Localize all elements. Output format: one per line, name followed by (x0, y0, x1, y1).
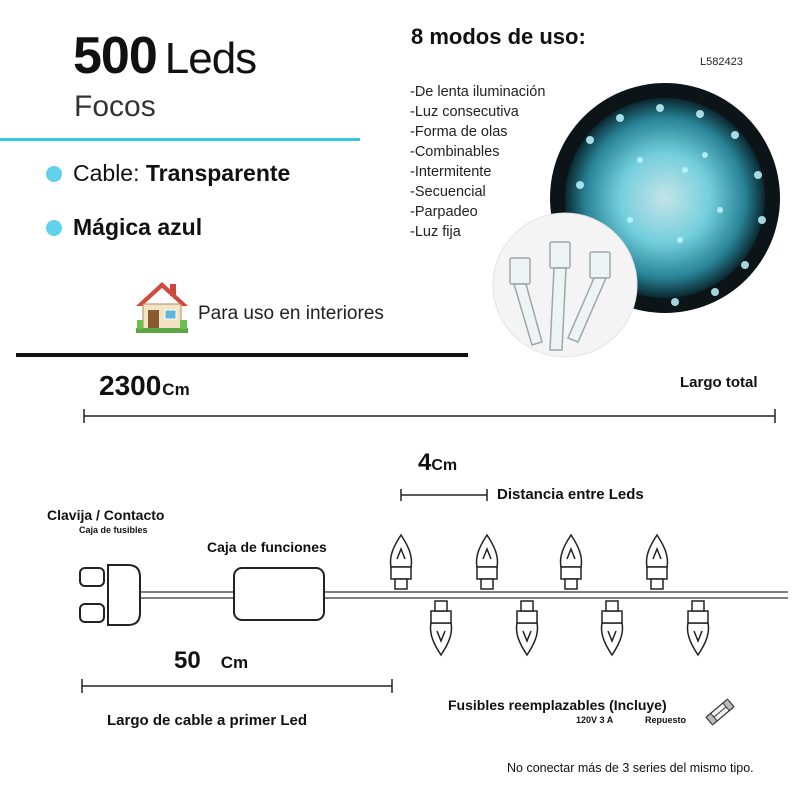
fuses-spare: Repuesto (645, 715, 687, 725)
total-length-number: 2300 (99, 370, 162, 401)
product-subtitle: Focos (74, 90, 156, 123)
plug-label: Clavija / Contacto (47, 507, 165, 523)
mode-item: -Luz consecutiva (410, 104, 519, 120)
feature-color: Mágica azul (73, 214, 202, 241)
bullet-icon (46, 220, 62, 236)
total-length-label: Largo total (680, 374, 758, 391)
mode-item: -De lenta iluminación (410, 84, 546, 100)
led-spacing-number: 4 (418, 449, 432, 476)
led-spacing-unit: Cm (431, 457, 458, 474)
led-count: 500 (73, 27, 158, 85)
modes-title: 8 modos de uso: (411, 24, 586, 49)
lead-cable-unit: Cm (220, 653, 249, 672)
fuses-label: Fusibles reemplazables (Incluye) (448, 697, 667, 713)
led-spacing-dimension (400, 489, 488, 501)
mode-item: -Luz fija (410, 224, 461, 240)
cable (140, 591, 788, 599)
mode-item: -Intermitente (410, 164, 492, 180)
modes-list: -De lenta iluminación -Luz consecutiva -… (410, 82, 545, 242)
accent-divider (0, 138, 360, 141)
lead-cable-dimension (81, 679, 393, 693)
warning-note: No conectar más de 3 series del mismo ti… (507, 761, 754, 775)
bullet-icon (46, 166, 62, 182)
plug-sublabel: Caja de fusibles (79, 525, 148, 535)
usage-text: Para uso en interiores (198, 303, 384, 324)
feature-color-value: Mágica azul (73, 214, 203, 240)
fuses-rating: 120V 3 A (576, 715, 614, 725)
product-photo (492, 83, 780, 358)
lead-cable-label: Largo de cable a primer Led (107, 712, 308, 729)
controller-box (233, 567, 325, 621)
controller-label: Caja de funciones (207, 539, 327, 555)
fuse-icon (705, 698, 735, 726)
lead-cable-number: 50 (174, 647, 201, 674)
sku-code: L582423 (700, 56, 743, 68)
total-length-value: 2300Cm (99, 370, 190, 402)
total-length-unit: Cm (162, 380, 190, 399)
feature-cable-value: Transparente (145, 160, 291, 186)
led-spacing-value: 4Cm (418, 449, 457, 477)
led-bulbs-bottom (429, 600, 710, 657)
section-divider (16, 353, 468, 357)
lead-cable-value: 50 Cm (174, 647, 248, 675)
mode-item: -Combinables (410, 144, 500, 160)
mode-item: -Secuencial (410, 184, 486, 200)
total-length-dimension (83, 409, 776, 423)
led-bulbs-top (389, 533, 669, 590)
led-spacing-label: Distancia entre Leds (497, 486, 644, 503)
mode-item: -Forma de olas (410, 124, 508, 140)
feature-cable: Cable: Transparente (73, 160, 290, 187)
plug-icon (79, 564, 141, 626)
house-icon (136, 282, 188, 333)
mode-item: -Parpadeo (410, 204, 478, 220)
led-unit: Leds (164, 34, 257, 83)
feature-cable-label: Cable: (73, 160, 140, 186)
